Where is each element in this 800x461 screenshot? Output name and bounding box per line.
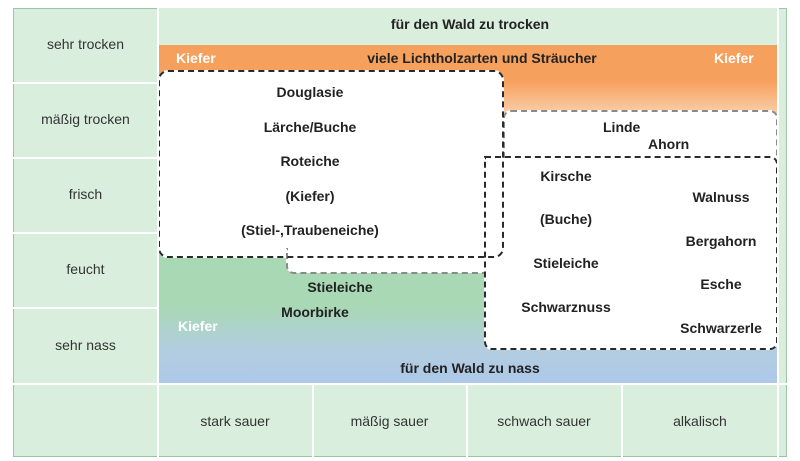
row-label-sehr-trocken: sehr trocken [46, 36, 125, 52]
species-moorbirke: Moorbirke [281, 304, 349, 320]
acid-fresh-fill [158, 70, 504, 258]
kiefer-top-right: Kiefer [714, 50, 754, 66]
species-buche-paren: (Buche) [539, 211, 593, 227]
species-laerche-buche: Lärche/Buche [263, 119, 357, 135]
too-dry-band [158, 8, 778, 45]
species-stieleiche-wet: Stieleiche [307, 279, 373, 295]
kiefer-bottom-left: Kiefer [178, 318, 218, 334]
col-label-maessig-sauer: mäßig sauer [350, 413, 429, 429]
grid-divider-right [777, 8, 779, 457]
row-divider [13, 82, 158, 84]
species-esche: Esche [700, 276, 742, 292]
row-label-feucht: feucht [66, 261, 105, 277]
species-bergahorn: Bergahorn [685, 233, 757, 249]
too-dry-label: für den Wald zu trocken [390, 16, 550, 32]
row-label-maessig-trocken: mäßig trocken [41, 111, 130, 127]
species-walnuss: Walnuss [692, 189, 750, 205]
acid-fresh-box [158, 70, 504, 258]
grid-divider-left [157, 8, 159, 457]
species-stiel-traubeneiche: (Stiel-,Traubeneiche) [241, 222, 379, 238]
linde-ahorn-box [503, 110, 778, 158]
species-stieleiche-rich: Stieleiche [533, 255, 599, 271]
col-label-alkalisch: alkalisch [673, 413, 727, 429]
linde-fill [503, 110, 778, 158]
row-divider [13, 232, 158, 234]
species-ahorn: Ahorn [648, 136, 690, 152]
species-douglasie: Douglasie [276, 84, 344, 100]
col-label-schwach-sauer: schwach sauer [497, 413, 591, 429]
col-divider [312, 384, 314, 457]
col-divider [621, 384, 623, 457]
species-roteiche: Roteiche [280, 153, 340, 169]
species-schwarznuss: Schwarznuss [521, 299, 611, 315]
kiefer-top-left: Kiefer [176, 50, 216, 66]
species-kiefer-paren: (Kiefer) [285, 188, 335, 204]
too-wet-label: für den Wald zu nass [400, 360, 540, 376]
row-label-frisch: frisch [68, 186, 103, 202]
col-label-stark-sauer: stark sauer [200, 413, 270, 429]
rich-moist-fill [484, 156, 778, 350]
stieleiche-notch-outline [286, 248, 486, 274]
species-schwarzerle: Schwarzerle [680, 320, 762, 336]
row-divider-bottom [13, 383, 787, 385]
chart-area: für den Wald zu trocken Kiefer viele Lic… [158, 8, 778, 384]
species-linde: Linde [603, 119, 641, 135]
col-divider [466, 384, 468, 457]
row-divider [13, 157, 158, 159]
species-kirsche: Kirsche [540, 168, 592, 184]
row-divider [13, 307, 158, 309]
row-label-sehr-nass: sehr nass [55, 337, 116, 353]
light-species-label: viele Lichtholzarten und Sträucher [367, 50, 597, 66]
